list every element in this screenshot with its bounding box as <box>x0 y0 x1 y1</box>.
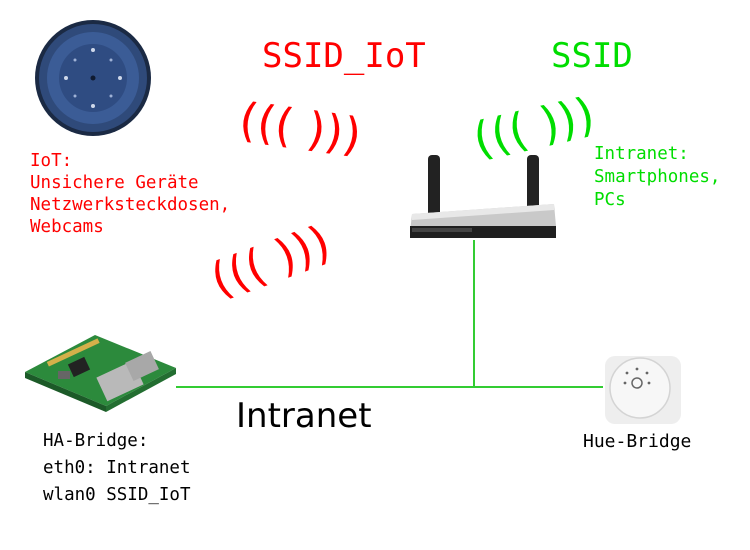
ssid-label: SSID <box>551 36 633 76</box>
router-icon <box>410 155 556 238</box>
hue-bridge-icon <box>605 356 681 424</box>
ha-bridge-description: HA-Bridge: eth0: Intranet wlan0 SSID_IoT <box>43 431 191 505</box>
echo-dot-icon <box>35 20 151 136</box>
raspberry-pi-icon <box>25 335 176 412</box>
intranet-devices-description: Intranet: Smartphones, PCs <box>594 144 721 210</box>
hue-bridge-label: Hue-Bridge <box>583 431 692 452</box>
ssid-iot-label: SSID_IoT <box>262 36 426 76</box>
network-links <box>176 240 603 388</box>
intranet-network-label: Intranet <box>236 396 372 436</box>
iot-devices-description: IoT: Unsichere Geräte Netzwerksteckdosen… <box>30 151 231 237</box>
